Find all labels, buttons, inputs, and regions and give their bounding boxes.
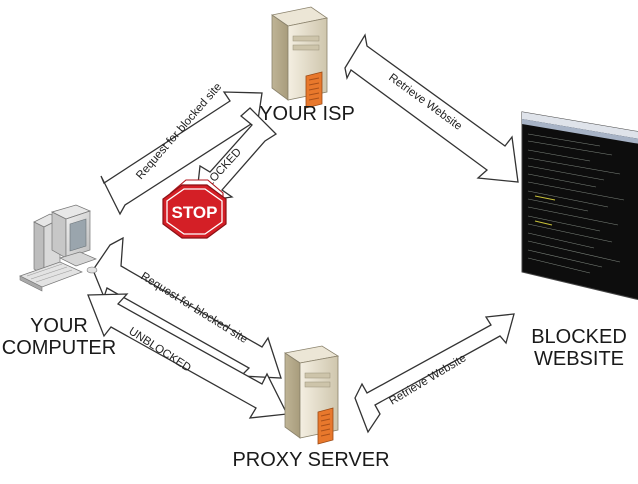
arrow-isp-retrieve-shape bbox=[344, 33, 519, 183]
arrow-unblocked-reply: UNBLOCKED bbox=[87, 293, 288, 419]
isp-server-icon bbox=[270, 6, 329, 109]
blocked-website-screenshot bbox=[521, 111, 638, 301]
arrow-isp-retrieve: Retrieve Website bbox=[344, 33, 519, 183]
arrow-proxy-retrieve: Retrieve Website bbox=[354, 313, 515, 434]
computer-label-line2: COMPUTER bbox=[1, 336, 117, 359]
computer-label: YOUR COMPUTER bbox=[0, 315, 118, 359]
stop-sign-label: STOP bbox=[172, 203, 218, 222]
blocked-website-label-line1: BLOCKED bbox=[531, 326, 627, 348]
computer-icon bbox=[19, 204, 98, 292]
arrow-request-to-isp-shape bbox=[100, 91, 263, 216]
arrow-request-to-proxy-shape bbox=[92, 236, 282, 379]
isp-label-text: YOUR ISP bbox=[259, 103, 355, 125]
computer-label-line1: YOUR bbox=[30, 315, 88, 337]
website-text-lines bbox=[527, 133, 625, 274]
blocked-website-label-line2: WEBSITE bbox=[533, 347, 624, 370]
proxy-server-label: PROXY SERVER bbox=[226, 449, 396, 472]
arrow-proxy-retrieve-shape bbox=[354, 313, 515, 434]
blocked-website-label: BLOCKED WEBSITE bbox=[524, 326, 634, 370]
isp-label: YOUR ISP bbox=[252, 103, 362, 126]
stop-sign-icon: STOP bbox=[162, 179, 227, 239]
proxy-server-icon bbox=[283, 345, 340, 445]
proxy-server-label-text: PROXY SERVER bbox=[232, 449, 390, 471]
